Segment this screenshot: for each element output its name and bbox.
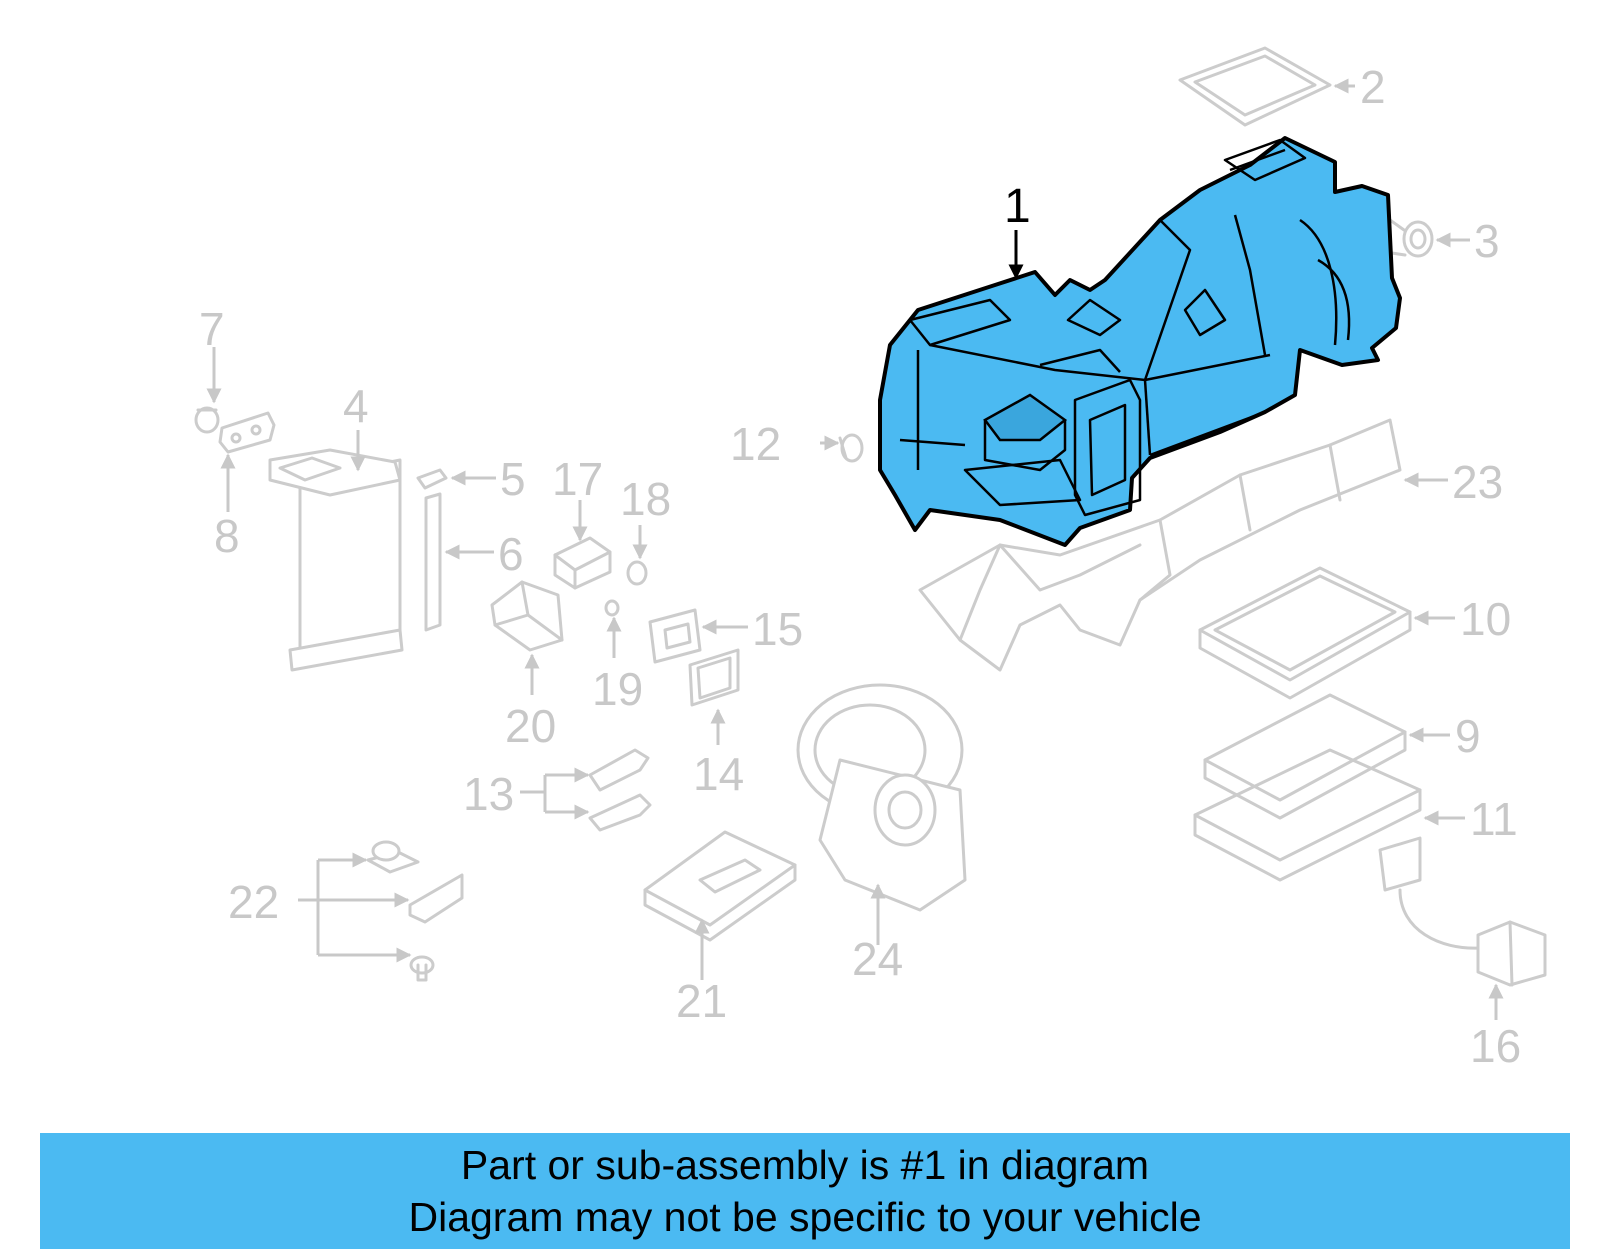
part-4-heater-core <box>268 448 404 672</box>
callout-18: 18 <box>620 473 671 525</box>
parts-diagram: 1 2 3 4 5 6 7 8 9 10 11 12 13 14 15 16 1… <box>194 46 1547 1072</box>
callout-22: 22 <box>228 876 279 928</box>
callout-labels: 1 2 3 4 5 6 7 8 9 10 11 12 13 14 15 16 1… <box>199 61 1521 1072</box>
part-20-block <box>490 580 564 652</box>
banner-line-2: Diagram may not be specific to your vehi… <box>408 1194 1202 1240</box>
part-11-filter-tray <box>1193 748 1422 882</box>
callout-12: 12 <box>730 418 781 470</box>
part-8-plate <box>218 411 276 454</box>
callout-24: 24 <box>852 933 903 985</box>
part-1-hvac-housing <box>878 136 1402 547</box>
callout-3: 3 <box>1474 215 1500 267</box>
callout-14: 14 <box>693 748 744 800</box>
callout-20: 20 <box>505 700 556 752</box>
part-10-filter-frame <box>1198 566 1412 700</box>
callout-5: 5 <box>500 453 526 505</box>
part-16-actuator <box>1378 836 1547 987</box>
callout-21: 21 <box>676 975 727 1027</box>
callout-16: 16 <box>1470 1020 1521 1072</box>
part-9-filter <box>1203 693 1407 820</box>
part-23-duct <box>918 418 1402 672</box>
info-banner: Part or sub-assembly is #1 in diagram Di… <box>40 1133 1570 1249</box>
callout-1: 1 <box>1004 180 1031 233</box>
part-5-clip <box>416 468 448 490</box>
callout-8: 8 <box>214 510 240 562</box>
callout-19: 19 <box>592 663 643 715</box>
part-24-blower <box>796 683 967 912</box>
banner-line-1: Part or sub-assembly is #1 in diagram <box>460 1142 1150 1188</box>
part-2-seal <box>1178 46 1332 127</box>
part-18-o-ring <box>626 560 648 586</box>
part-22-fasteners <box>366 840 464 982</box>
leader-lines <box>206 78 1504 1020</box>
part-17-connector <box>553 536 612 590</box>
part-7-clip <box>194 406 220 434</box>
part-19-o-ring <box>604 599 620 617</box>
callout-7: 7 <box>199 303 225 355</box>
callout-4: 4 <box>343 380 369 432</box>
callout-6: 6 <box>498 528 524 580</box>
part-15-bracket <box>648 608 702 664</box>
part-21-cover <box>643 830 797 942</box>
callout-17: 17 <box>552 453 603 505</box>
callout-13: 13 <box>463 768 514 820</box>
callout-10: 10 <box>1460 593 1511 645</box>
callout-23: 23 <box>1452 456 1503 508</box>
callout-2: 2 <box>1360 61 1386 113</box>
part-6-seal-strip <box>424 492 442 632</box>
part-13-clips <box>588 748 652 832</box>
callout-15: 15 <box>752 603 803 655</box>
part-12-screw <box>838 433 864 463</box>
callout-9: 9 <box>1455 710 1481 762</box>
part-14-seal <box>688 648 740 707</box>
callout-11: 11 <box>1470 793 1518 845</box>
